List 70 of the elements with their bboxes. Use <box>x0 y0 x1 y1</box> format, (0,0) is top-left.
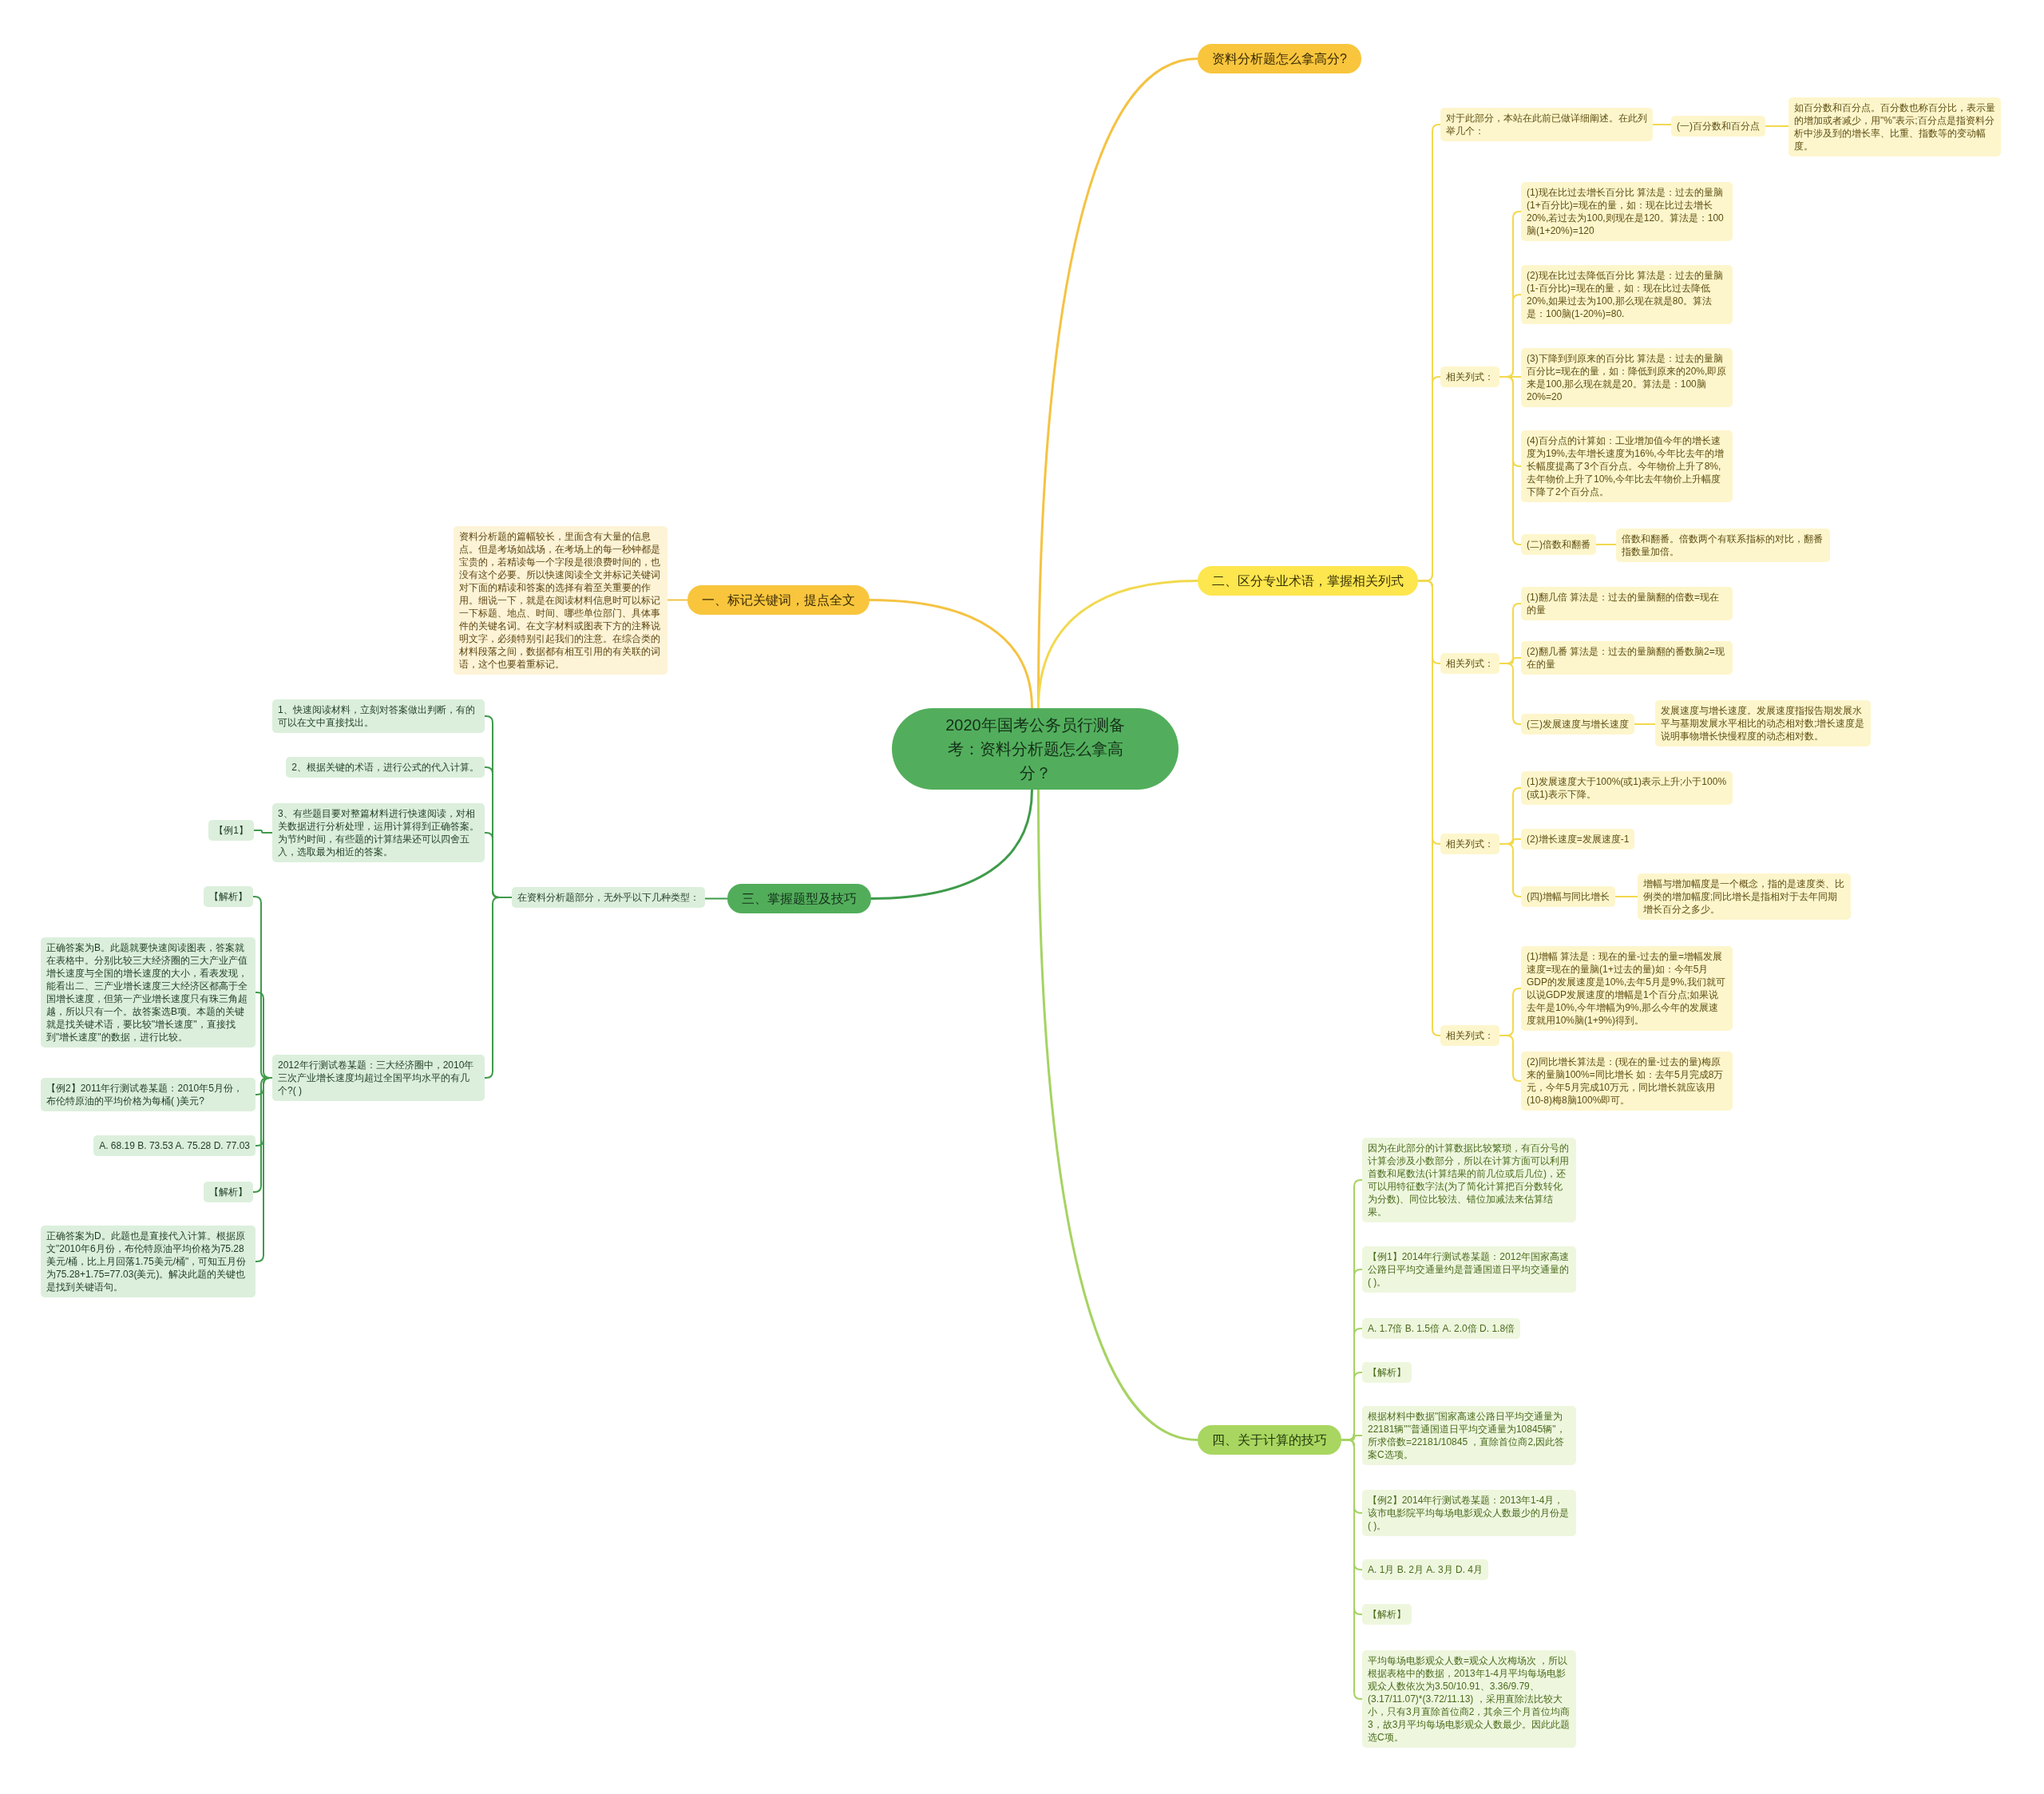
topic-box: 根据材料中数据"国家高速公路日平均交通量为22181辆""普通国道日平均交通量为10845辆"，所求倍数=22181/10845 ，直除首位商2,因此答案C选项。 <box>1362 1406 1576 1465</box>
topic-box: 正确答案为B。此题就要快速阅读图表，答案就在表格中。分别比较三大经济圈的三大产业产值增长速度与全国的增长速度的大小，看表发现，能看出二、三产业增长速度三大经济区都高于全国增长速度，但第一产业增长速度只有珠三角超越，所以只有一个。故答案选B项。本题的关键就是找关键术语，要比较"增长速度"，直接找到"增长速度"的数据，进行比较。 <box>41 937 256 1047</box>
topic-box: 【解析】 <box>204 1182 253 1202</box>
topic-box: 相关列式： <box>1440 1025 1499 1046</box>
topic-box: 对于此部分，本站在此前已做详细阐述。在此列举几个： <box>1440 108 1653 141</box>
connector-line <box>484 897 513 1079</box>
topic-box: (1)增幅 算法是：现在的量-过去的量=增幅发展速度=现在的量脑(1+过去的量)如：今年5月GDP的发展速度是10%,去年5月是9%,我们就可以说GDP发展速度的增幅是1个百分点;如果说去年是10%,今年增幅为9%,那么今年的发展速度就用10%脑(1+9%)得到。 <box>1521 946 1733 1031</box>
topic-box: (1)现在比过去增长百分比 算法是：过去的量脑(1+百分比)=现在的量，如：现在比过去增长20%,若过去为100,则现在是120。算法是：100脑(1+20%)=120 <box>1521 182 1733 241</box>
connector-line <box>1037 580 1198 709</box>
topic-box: 【解析】 <box>204 886 253 907</box>
topic-box: 相关列式： <box>1440 834 1499 854</box>
topic-box: (2)现在比过去降低百分比 算法是：过去的量脑(1-百分比)=现在的量，如：现在比过去降低20%,如果过去为100,那么现在就是80。算法是：100脑(1-20%)=80. <box>1521 265 1733 324</box>
topic-box: (3)下降到到原来的百分比 算法是：过去的量脑百分比=现在的量，如：降低到原来的20%,即原来是100,那么现在就是20。算法是：100脑20%=20 <box>1521 348 1733 407</box>
topic-box: (2)翻几番 算法是：过去的量脑翻的番数脑2=现在的量 <box>1521 641 1733 675</box>
topic-box: (一)百分数和百分点 <box>1671 116 1765 137</box>
central-topic: 2020年国考公务员行测备考：资料分析题怎么拿高分？ <box>892 708 1178 790</box>
topic-box: 【例2】2014年行测试卷某题：2013年1-4月，该市电影院平均每场电影观众人数最少的月份是( )。 <box>1362 1490 1576 1536</box>
connector-line <box>1634 723 1656 725</box>
topic-box: 增幅与增加幅度是一个概念，指的是速度类、比例类的增加幅度;同比增长是指相对于去年同期增长百分之多少。 <box>1638 873 1851 920</box>
connector-line <box>1341 1439 1363 1700</box>
topic-box: A. 68.19 B. 73.53 A. 75.28 D. 77.03 <box>93 1135 256 1156</box>
topic-box: 相关列式： <box>1440 366 1499 387</box>
connector-line <box>870 789 1033 900</box>
topic-box: 相关列式： <box>1440 653 1499 674</box>
topic-box: (4)百分点的计算如：工业增加值今年的增长速度为19%,去年增长速度为16%,今年比去年的增长幅度提高了3个百分点。今年物价上升了8%,去年物价上升了10%,今年比去年物价上升幅度下降了2个百分点。 <box>1521 430 1733 502</box>
topic-box: 平均每场电影观众人数=观众人次梅场次 ，所以根据表格中的数据，2013年1-4月平均每场电影观众人数依次为3.50/10.91、3.36/9.79、(3.17/11.07)*(3.72/11.13) ，采用直除法比较大小，只有3月直除首位商2，其余三个月首位均商3，故3月平均每场电影观众人数最少。因此此题选C项。 <box>1362 1650 1576 1748</box>
connector-line <box>1614 896 1638 897</box>
connector-line <box>1499 663 1522 725</box>
branch-topic: 资料分析题怎么拿高分? <box>1198 44 1361 73</box>
topic-box: 倍数和翻番。倍数两个有联系指标的对比，翻番指数量加倍。 <box>1616 529 1830 562</box>
connector-line <box>1499 1035 1522 1082</box>
topic-box: (2)增长速度=发展速度-1 <box>1521 829 1635 849</box>
connector-line <box>1765 125 1789 127</box>
topic-box: A. 1月 B. 2月 A. 3月 D. 4月 <box>1362 1559 1489 1580</box>
topic-box: 在资料分析题部分，无外乎以下几种类型： <box>512 887 705 908</box>
connector-line <box>1595 544 1617 545</box>
topic-box: 【例2】2011年行测试卷某题：2010年5月份，布伦特原油的平均价格为每桶( )美元? <box>41 1078 256 1111</box>
topic-box: (二)倍数和翻番 <box>1521 534 1596 555</box>
topic-box: (1)发展速度大于100%(或1)表示上升;小于100%(或1)表示下降。 <box>1521 771 1733 805</box>
topic-box: 因为在此部分的计算数据比较繁琐，有百分号的计算会涉及小数部分，所以在计算方面可以利用首数和尾数法(计算结果的前几位或后几位)，还可以用特征数字法(为了简化计算把百分数转化为分数)、同位比较法、错位加减法来估算结果。 <box>1362 1138 1576 1222</box>
branch-topic: 二、区分专业术语，掌握相关列式 <box>1198 566 1418 596</box>
topic-box: 发展速度与增长速度。发展速度指报告期发展水平与基期发展水平相比的动态相对数;增长速度是说明事物增长快慢程度的动态相对数。 <box>1655 700 1871 747</box>
topic-box: 3、有些题目要对整篇材料进行快速阅读，对相关数据进行分析处理，运用计算得到正确答案。为节约时间，有些题的计算结果还可以四舍五入，选取最为相近的答案。 <box>272 803 485 862</box>
connector-line <box>1417 580 1441 1036</box>
connector-line <box>1499 843 1522 897</box>
topic-box: 2、根据关键的术语，进行公式的代入计算。 <box>286 757 485 778</box>
topic-box: (三)发展速度与增长速度 <box>1521 714 1634 735</box>
connector-line <box>253 830 273 834</box>
topic-box: 【例1】2014年行测试卷某题：2012年国家高速公路日平均交通量约是普通国道日平均交通量的( )。 <box>1362 1246 1576 1293</box>
topic-box: (1)翻几倍 算法是：过去的量脑翻的倍数=现在的量 <box>1521 587 1733 620</box>
connector-line <box>869 599 1033 709</box>
topic-box: A. 1.7倍 B. 1.5倍 A. 2.0倍 D. 1.8倍 <box>1362 1318 1521 1339</box>
topic-box: 1、快速阅读材料，立刻对答案做出判断，有的可以在文中直接找出。 <box>272 699 485 733</box>
topic-box: 正确答案为D。此题也是直接代入计算。根据原文"2010年6月份，布伦特原油平均价格为75.28美元/桶，比上月回落1.75美元/桶"，可知五月份为75.28+1.75=77.03(美元)。解决此题的关键也是找到关键语句。 <box>41 1226 256 1297</box>
branch-topic: 三、掌握题型及技巧 <box>727 884 871 913</box>
topic-box: 【解析】 <box>1362 1362 1412 1383</box>
connector-line <box>704 897 728 900</box>
branch-topic: 一、标记关键词，提点全文 <box>687 585 869 615</box>
topic-box: (四)增幅与同比增长 <box>1521 886 1615 907</box>
branch-topic: 四、关于计算的技巧 <box>1198 1425 1341 1455</box>
connector-line <box>667 599 688 601</box>
topic-box: 【例1】 <box>208 820 254 841</box>
topic-box: 资料分析题的篇幅较长，里面含有大量的信息点。但是考场如战场，在考场上的每一秒钟都是宝贵的，若精读每一个字段是很浪费时间的，也没有这个必要。所以快速阅读全文并标记关键词对下面的精读和答案的选择有着至关重要的作用。细说一下，就是在阅读材料信息时可以标记一下标题、地点、时间、哪些单位部门、具体事件的关键名词。在文字材料或图表下方的注释说明文字，必须特别引起我们的注意。在综合类的材料段落之间，数据都有相互引用的有关联的词语，这个也要着重标记。 <box>454 526 667 675</box>
connector-line <box>1652 124 1672 125</box>
connector-line <box>1499 376 1522 545</box>
topic-box: 如百分数和百分点。百分数也称百分比，表示量的增加或者减少，用"%"表示;百分点是指资料分析中涉及到的增长率、比重、指数等的变动幅度。 <box>1788 97 2001 156</box>
topic-box: (2)同比增长算法是：(现在的量-过去的量)梅原来的量脑100%=同比增长 如：去年5月完成8万元，今年5月完成10万元，同比增长就应该用(10-8)梅8脑100%即可。 <box>1521 1051 1733 1111</box>
connector-line <box>1037 790 1198 1441</box>
topic-box: 【解析】 <box>1362 1604 1412 1625</box>
topic-box: 2012年行测试卷某题：三大经济圈中，2010年三次产业增长速度均超过全国平均水平的有几个?( ) <box>272 1055 485 1101</box>
